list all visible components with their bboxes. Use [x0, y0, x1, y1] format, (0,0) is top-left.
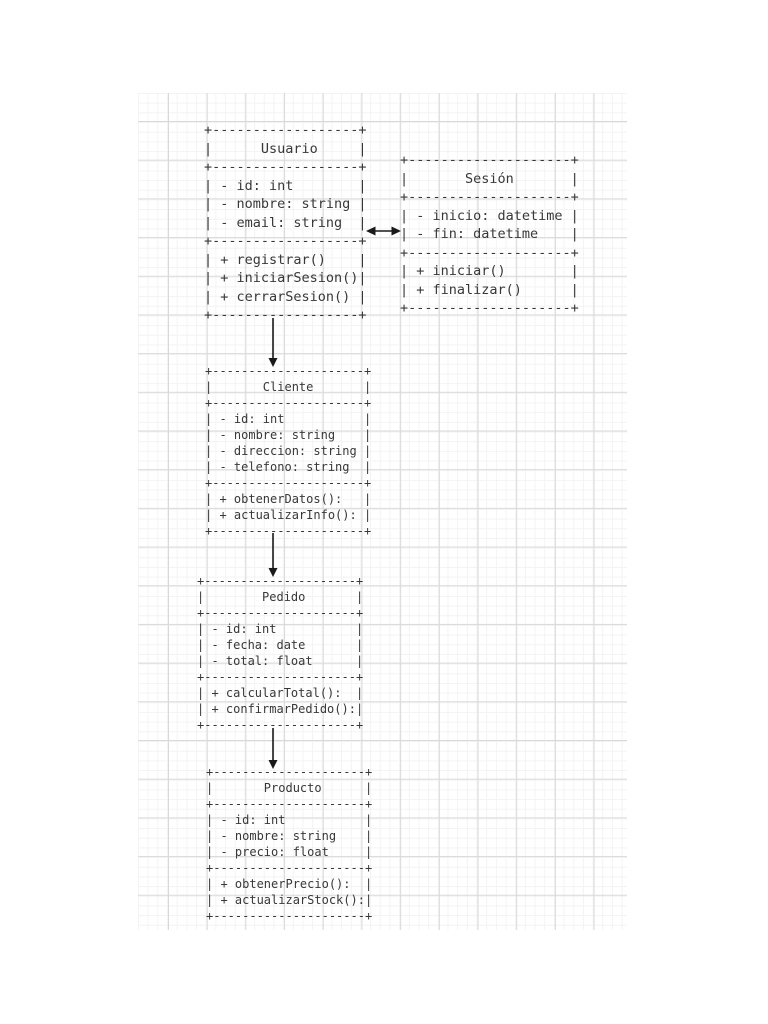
grid-paper-background — [138, 93, 627, 930]
class-box-usuario: +------------------+ | Usuario | +------… — [204, 122, 367, 323]
class-box-producto: +---------------------+ | Producto | +--… — [206, 765, 373, 923]
class-box-pedido: +---------------------+ | Pedido | +----… — [197, 574, 364, 732]
class-box-sesion: +--------------------+ | Sesión | +-----… — [400, 152, 579, 316]
class-box-cliente: +---------------------+ | Cliente | +---… — [205, 364, 372, 538]
